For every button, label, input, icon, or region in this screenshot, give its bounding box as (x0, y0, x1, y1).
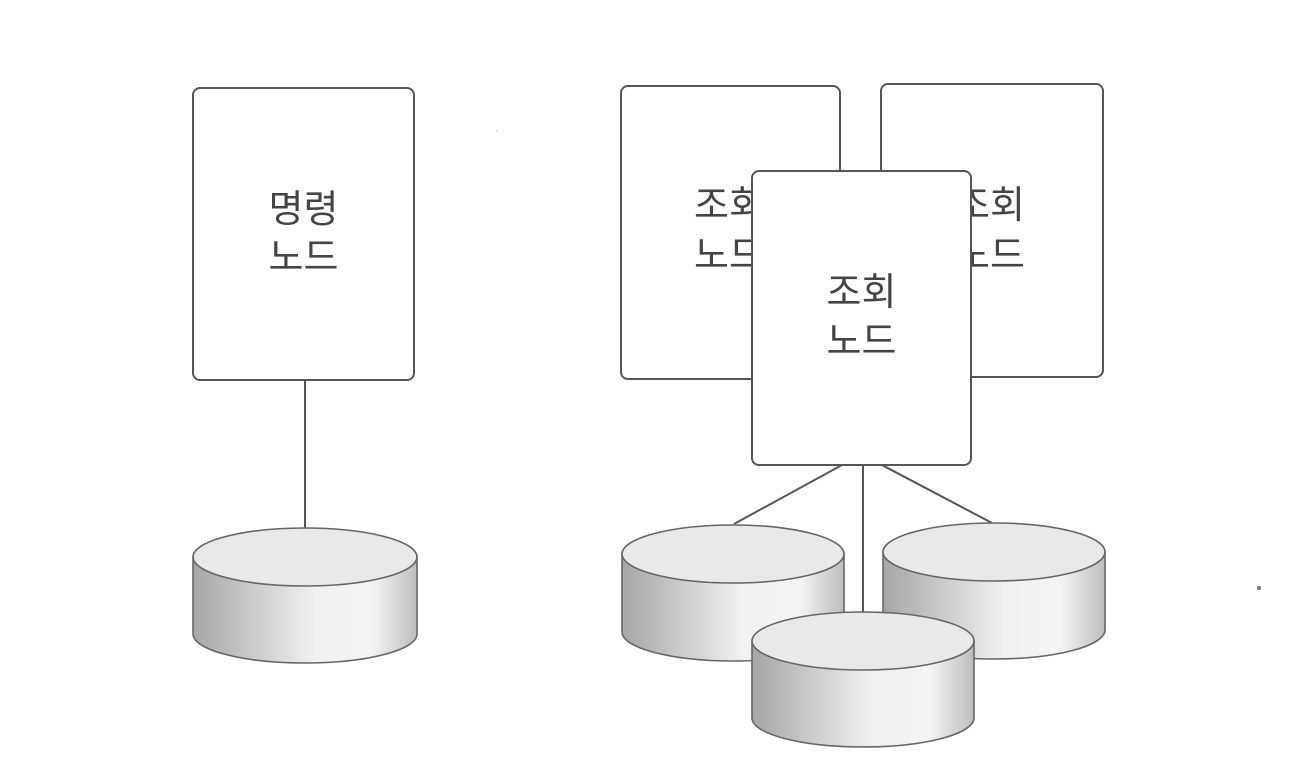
query-node-front: 조회 노드 (751, 170, 972, 466)
command-node: 명령 노드 (192, 87, 415, 381)
scan-speck (496, 130, 498, 132)
command-node-label-line1: 명령 (269, 187, 339, 231)
command-node-label-line2: 노드 (269, 235, 339, 279)
scan-speck (1257, 586, 1261, 590)
command-database-icon (192, 527, 418, 664)
query-node-front-label-line1: 조회 (827, 270, 897, 314)
query-node-front-label-line2: 노드 (827, 319, 897, 363)
query-node-front-box (751, 170, 972, 466)
command-node-box (192, 87, 415, 381)
query-db-connector-left (733, 464, 843, 525)
query-db-connector-right (881, 464, 993, 524)
query-database-front-icon (751, 611, 975, 748)
